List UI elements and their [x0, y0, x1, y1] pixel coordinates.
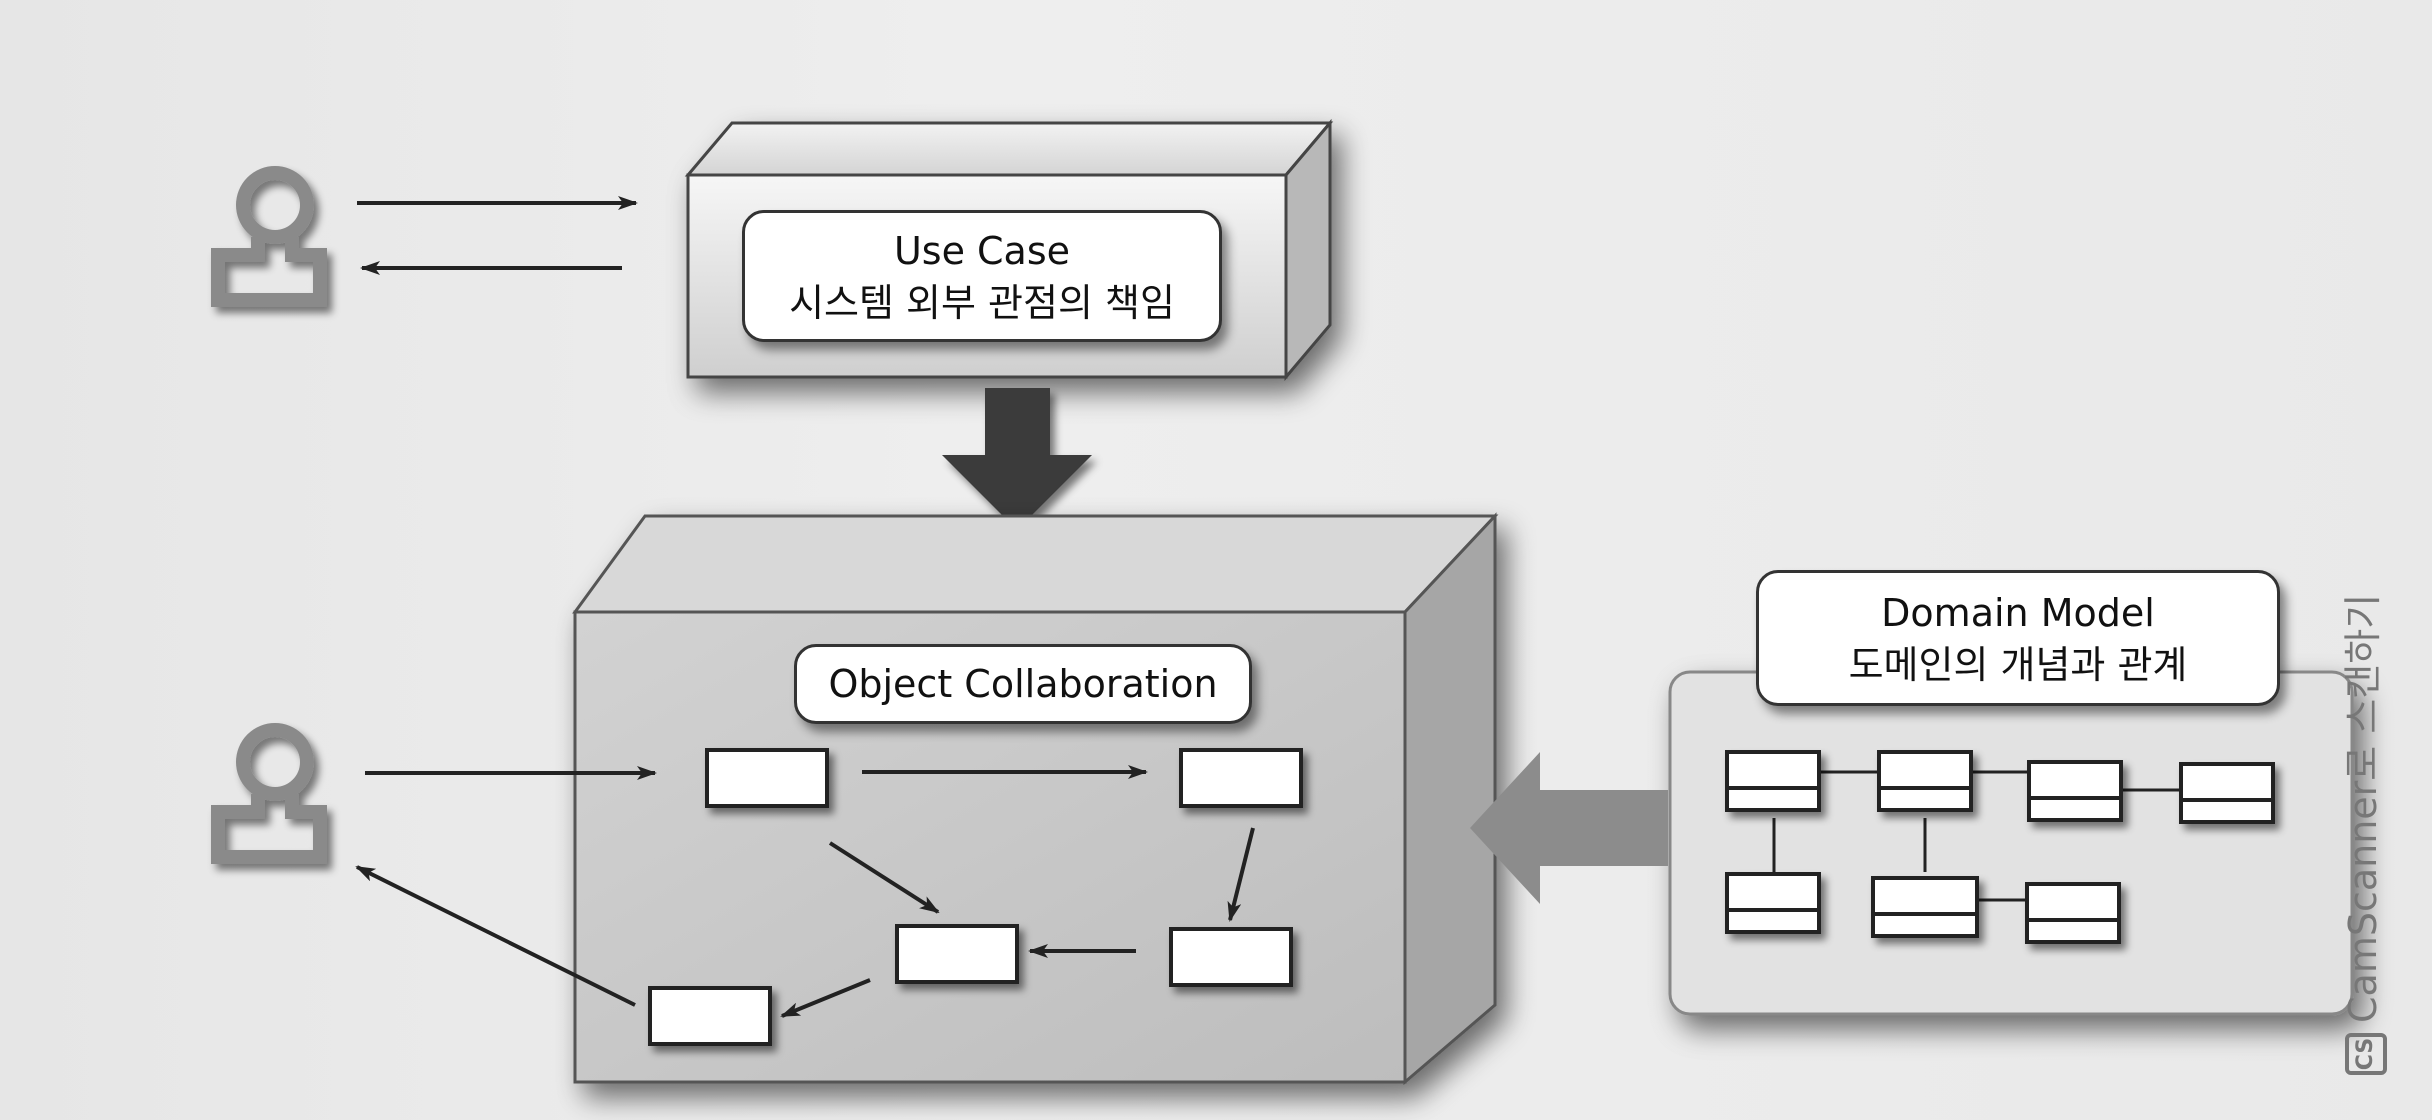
message-arrow-1-3 [828, 841, 940, 914]
domain-classes [1725, 750, 2275, 944]
left-arrow-icon [1470, 752, 1668, 904]
camscanner-watermark: CS CamScanner로 스캔하기 [2332, 575, 2387, 1075]
object-node-3 [895, 924, 1019, 984]
actor-top-icon [211, 166, 327, 307]
domain-model-label: Domain Model 도메인의 개념과 관계 [1756, 570, 2280, 706]
domain-class-4 [2179, 762, 2275, 824]
response-arrow-bottom [355, 865, 636, 1007]
domain-model-subtitle: 도메인의 개념과 관계 [1848, 643, 2188, 687]
domain-class-6 [1871, 876, 1979, 938]
domain-class-3 [2027, 760, 2123, 822]
domain-model-panel [1668, 670, 2354, 1016]
domain-class-2 [1877, 750, 1973, 812]
object-node-2 [1179, 748, 1303, 808]
message-arrow-3-5 [780, 978, 871, 1018]
camscanner-logo-icon: CS [2344, 1033, 2387, 1075]
domain-model-title: Domain Model [1881, 591, 2155, 635]
object-node-1 [705, 748, 829, 808]
actor-bottom-icon [211, 723, 327, 864]
object-node-5 [648, 986, 772, 1046]
domain-class-1 [1725, 750, 1821, 812]
use-case-subtitle: 시스템 외부 관점의 책임 [789, 281, 1175, 325]
object-collaboration-label: Object Collaboration [794, 644, 1252, 724]
use-case-title: Use Case [893, 229, 1071, 273]
use-case-label: Use Case 시스템 외부 관점의 책임 [742, 210, 1222, 342]
watermark-text: CamScanner로 스캔하기 [2341, 593, 2385, 1023]
domain-class-7 [2025, 882, 2121, 944]
object-nodes [648, 748, 1303, 1046]
message-arrow-2-4 [1227, 827, 1255, 922]
object-collaboration-title: Object Collaboration [828, 662, 1218, 706]
domain-class-5 [1725, 872, 1821, 934]
down-arrow-icon [942, 388, 1092, 530]
object-node-4 [1169, 927, 1293, 987]
